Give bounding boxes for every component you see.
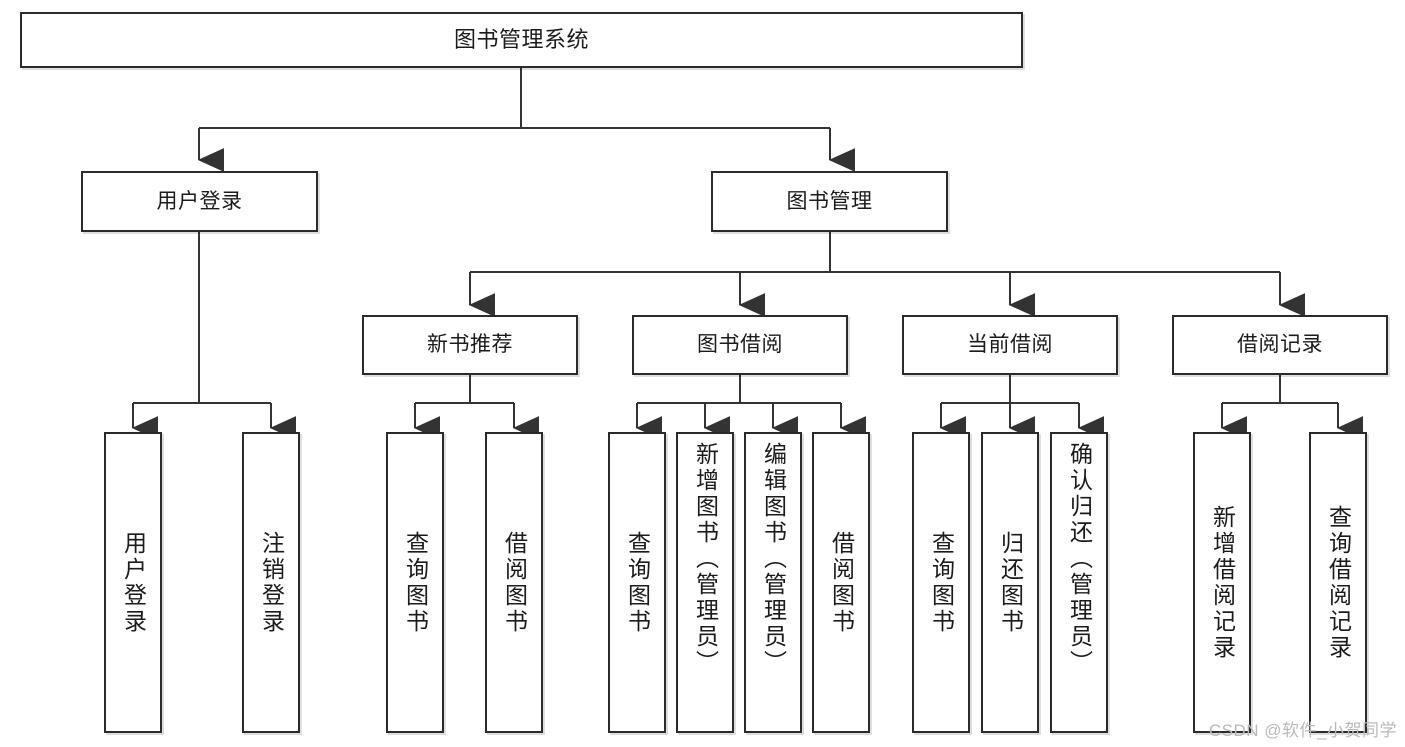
leaf-search-book-recommend[interactable]: 查询图书 — [386, 432, 444, 733]
leaf-add-book-admin[interactable]: 新增图书（管理员） — [676, 432, 734, 733]
leaf-edit-book-admin-label: 编辑图书（管理员） — [760, 442, 787, 676]
leaf-add-borrow-record-label: 新增借阅记录 — [1209, 504, 1236, 661]
leaf-borrow-book-recommend[interactable]: 借阅图书 — [485, 432, 543, 733]
node-user-login[interactable]: 用户登录 — [81, 171, 318, 232]
leaf-search-borrow-record[interactable]: 查询借阅记录 — [1309, 432, 1367, 733]
leaf-search-book-current[interactable]: 查询图书 — [912, 432, 970, 733]
leaf-logout-label: 注销登录 — [258, 530, 285, 635]
leaf-user-login-label: 用户登录 — [120, 530, 147, 635]
node-new-book-recommend-label: 新书推荐 — [427, 333, 513, 357]
leaf-return-book-label: 归还图书 — [997, 530, 1024, 635]
node-book-borrow-label: 图书借阅 — [697, 333, 783, 357]
node-book-borrow[interactable]: 图书借阅 — [632, 315, 848, 375]
leaf-search-book-borrow[interactable]: 查询图书 — [608, 432, 666, 733]
leaf-borrow-book-recommend-label: 借阅图书 — [501, 530, 528, 635]
leaf-return-book[interactable]: 归还图书 — [981, 432, 1039, 733]
node-borrow-records[interactable]: 借阅记录 — [1172, 315, 1388, 375]
leaf-logout[interactable]: 注销登录 — [242, 432, 300, 733]
leaf-borrow-book-borrow[interactable]: 借阅图书 — [812, 432, 870, 733]
node-book-management-label: 图书管理 — [786, 189, 873, 213]
node-borrow-records-label: 借阅记录 — [1237, 333, 1323, 357]
node-root[interactable]: 图书管理系统 — [20, 12, 1023, 68]
node-book-management[interactable]: 图书管理 — [711, 171, 948, 232]
leaf-confirm-return-admin[interactable]: 确认归还（管理员） — [1050, 432, 1108, 733]
node-user-login-label: 用户登录 — [156, 189, 243, 213]
node-root-label: 图书管理系统 — [453, 26, 589, 52]
leaf-search-borrow-record-label: 查询借阅记录 — [1325, 504, 1352, 661]
leaf-user-login[interactable]: 用户登录 — [104, 432, 162, 733]
node-current-borrow[interactable]: 当前借阅 — [902, 315, 1118, 375]
leaf-add-borrow-record[interactable]: 新增借阅记录 — [1193, 432, 1251, 733]
leaf-borrow-book-borrow-label: 借阅图书 — [828, 530, 855, 635]
leaf-search-book-recommend-label: 查询图书 — [402, 530, 429, 635]
leaf-add-book-admin-label: 新增图书（管理员） — [692, 442, 719, 676]
leaf-search-book-borrow-label: 查询图书 — [624, 530, 651, 635]
leaf-confirm-return-admin-label: 确认归还（管理员） — [1066, 442, 1093, 676]
leaf-search-book-current-label: 查询图书 — [928, 530, 955, 635]
node-current-borrow-label: 当前借阅 — [967, 333, 1053, 357]
leaf-edit-book-admin[interactable]: 编辑图书（管理员） — [744, 432, 802, 733]
node-new-book-recommend[interactable]: 新书推荐 — [362, 315, 578, 375]
